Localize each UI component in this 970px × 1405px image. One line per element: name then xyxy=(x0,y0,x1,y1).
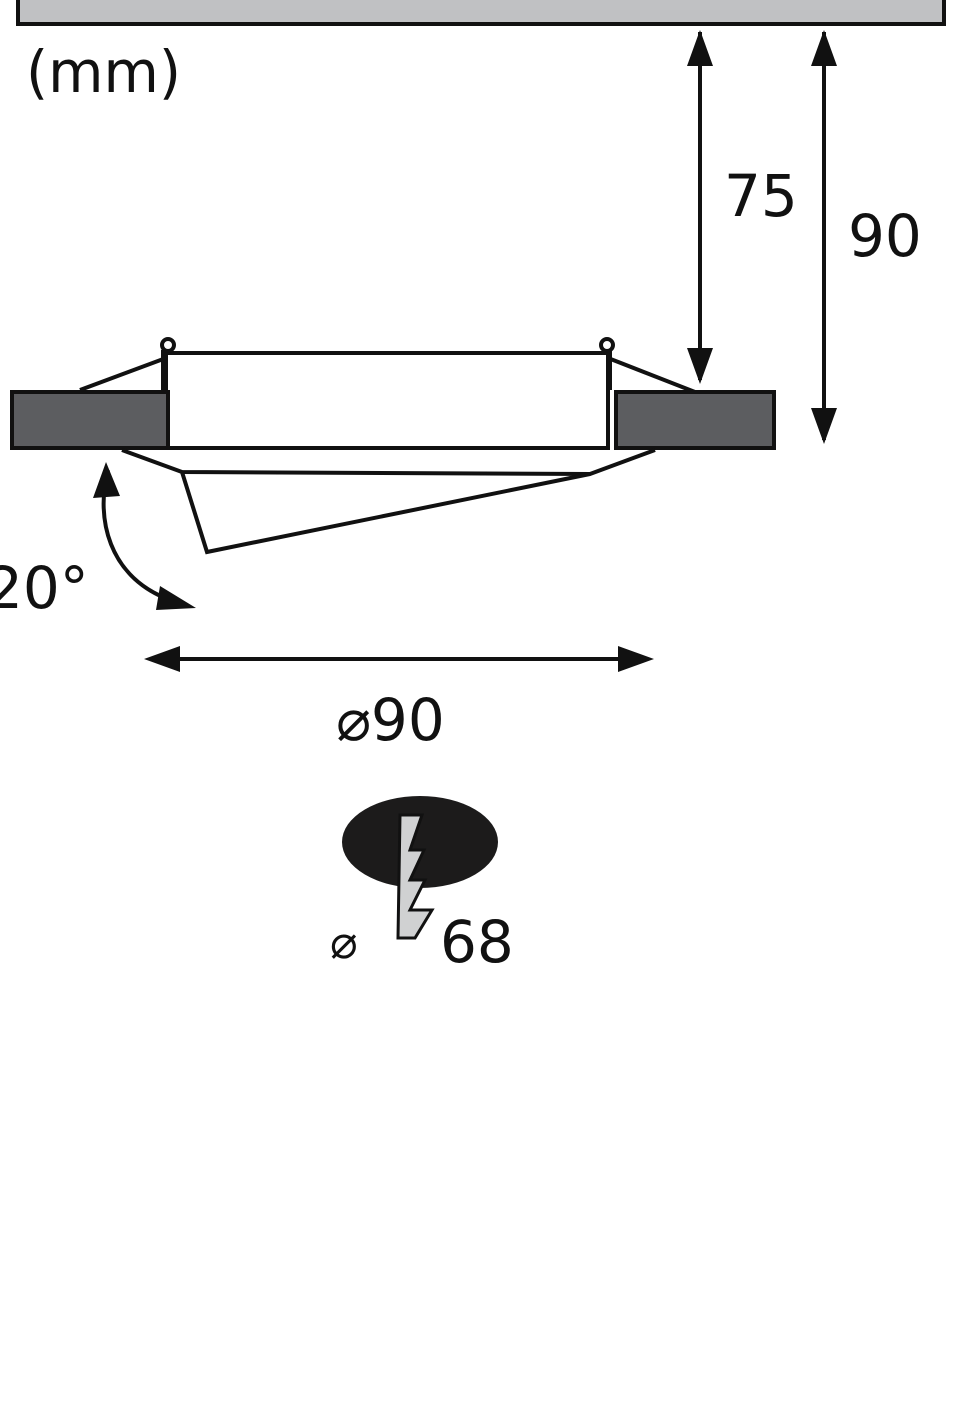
trim-left xyxy=(10,390,170,450)
depth-dimension: 75 xyxy=(687,30,798,384)
light-fixture xyxy=(10,337,776,555)
total-height-label: 90 xyxy=(848,202,922,270)
cutout-diameter-symbol: ⌀ xyxy=(330,915,358,969)
tilted-housing xyxy=(180,471,591,555)
ceiling-panel xyxy=(16,0,946,26)
fixture-body xyxy=(164,351,610,450)
trim-right xyxy=(614,390,776,450)
spring-clip-right xyxy=(607,356,696,394)
tilt-angle-indicator: 20° xyxy=(0,462,196,622)
arrowhead-icon xyxy=(687,30,713,384)
depth-label: 75 xyxy=(724,162,798,230)
cutout-icon xyxy=(342,796,498,940)
outer-diameter-dimension: ⌀90 xyxy=(144,646,654,754)
cutout-hole xyxy=(342,796,498,888)
spring-clip-left xyxy=(79,356,167,392)
tilt-angle-label: 20° xyxy=(0,554,89,622)
units-label: (mm) xyxy=(26,38,181,106)
arrowhead-icon xyxy=(93,462,196,610)
cutout-diameter-label: 68 xyxy=(440,908,514,976)
total-height-dimension: 90 xyxy=(811,30,922,444)
outer-diameter-label: ⌀90 xyxy=(336,686,445,754)
saw-icon xyxy=(396,813,435,940)
